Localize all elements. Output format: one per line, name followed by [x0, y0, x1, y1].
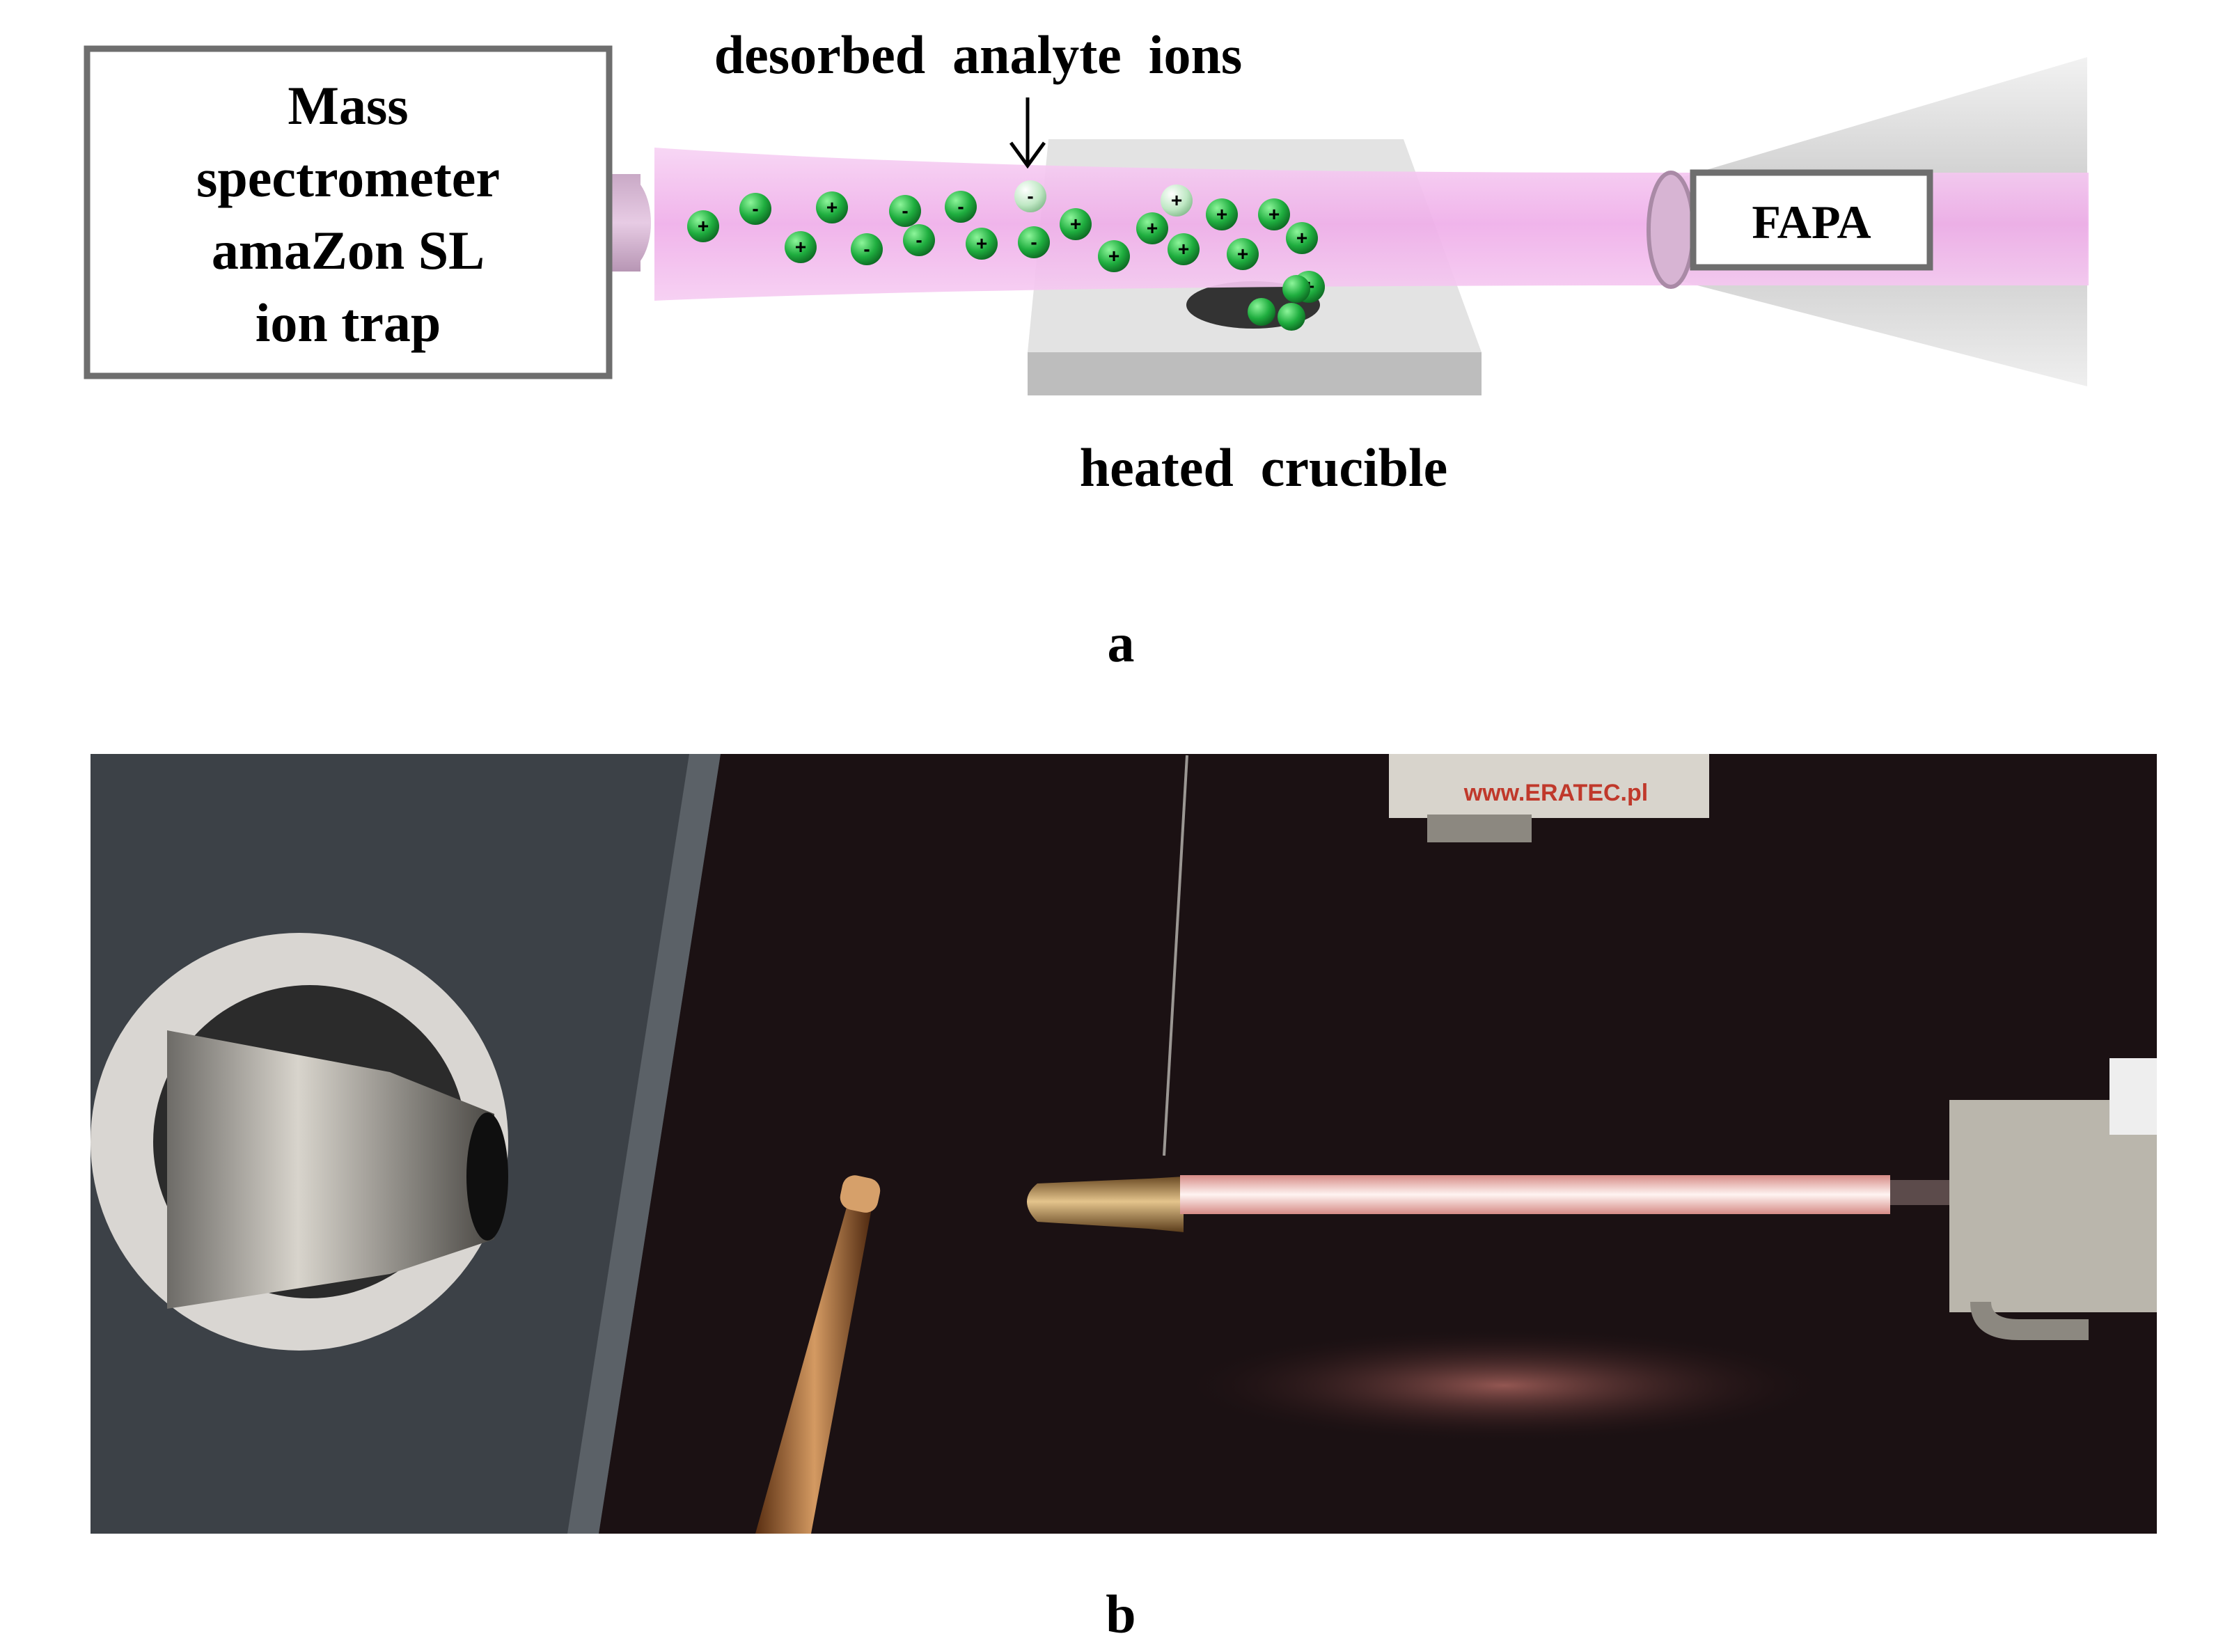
ion-sphere	[1168, 233, 1200, 265]
ion-charge-sign: -	[957, 196, 964, 217]
ion-sphere	[945, 191, 977, 223]
ms-label-line-4: ion trap	[256, 292, 441, 353]
ion-sphere	[1286, 222, 1318, 254]
crucible-sample-sphere	[1282, 275, 1310, 303]
heater-probe-tip	[840, 1175, 881, 1213]
heated-crucible-label: heated crucible	[1080, 437, 1448, 498]
ion-sphere	[851, 233, 883, 265]
crucible-front-face	[1028, 352, 1482, 395]
ion-charge-sign: +	[1070, 213, 1081, 235]
ms-inlet-orifice	[466, 1112, 508, 1241]
panel-a-caption: a	[1108, 613, 1135, 673]
ion-charge-sign: +	[976, 233, 987, 254]
ion-sphere	[816, 191, 848, 223]
ion-sphere	[889, 195, 921, 227]
ion-charge-sign: +	[698, 215, 709, 237]
fapa-nozzle-ring	[1647, 171, 1695, 289]
ion-charge-sign: +	[1178, 238, 1189, 260]
ion-sphere	[739, 193, 771, 225]
crucible-sample-sphere	[1278, 303, 1305, 331]
ion-sphere	[966, 228, 998, 260]
fapa-mount-foot	[1970, 1302, 2089, 1340]
ion-charge-sign: -	[916, 229, 922, 251]
ion-sphere	[1136, 212, 1168, 244]
ion-sphere	[1206, 198, 1238, 230]
ion-charge-sign: +	[1296, 227, 1307, 249]
ms-label-line-1: Mass	[288, 75, 408, 136]
desorbed-analyte-ions-label: desorbed analyte ions	[714, 24, 1242, 85]
crucible-wire	[1163, 755, 1188, 1156]
ion-sphere	[1098, 240, 1130, 272]
ion-sphere	[1258, 198, 1290, 230]
ion-charge-sign: +	[1268, 203, 1280, 225]
ion-sphere	[1060, 208, 1092, 240]
ion-charge-sign: -	[902, 200, 908, 221]
ms-inlet-nozzle-body	[609, 174, 641, 272]
glowing-discharge-tube	[1180, 1175, 1890, 1214]
panel-b-caption: b	[1106, 1584, 1135, 1644]
panel-a: Mass spectrometer amaZon SL ion trap FAP…	[84, 24, 2089, 673]
ion-sphere	[903, 224, 935, 256]
fapa-mount-cap	[2109, 1058, 2157, 1135]
fapa-mount-block	[1949, 1100, 2157, 1312]
mass-spectrometer-box	[84, 45, 613, 379]
ion-charge-sign: +	[1171, 189, 1182, 211]
ion-sphere	[1018, 226, 1050, 258]
ion-sphere	[1161, 184, 1193, 217]
ion-charge-sign: -	[752, 198, 758, 219]
ion-charge-sign: +	[1108, 245, 1119, 267]
eatec-block	[1389, 754, 1709, 818]
ion-charge-sign: +	[826, 196, 838, 218]
eatec-foot	[1427, 815, 1532, 842]
ion-cloud: +-+----++-+-+++++++++	[687, 180, 1325, 331]
heater-probe	[755, 1197, 874, 1534]
brass-holder	[1027, 1177, 1184, 1232]
ion-charge-sign: -	[1027, 185, 1033, 207]
ion-pointer-arrow	[1009, 97, 1046, 169]
ion-charge-sign: +	[1237, 243, 1248, 265]
fapa-box	[1690, 169, 1933, 271]
ion-sphere	[687, 210, 719, 242]
ms-label-line-3: amaZon SL	[212, 220, 485, 281]
ion-sphere	[1227, 238, 1259, 270]
ion-charge-sign: -	[863, 238, 870, 260]
instrument-housing-edge	[567, 754, 721, 1534]
ms-label-line-2: spectrometer	[196, 148, 500, 208]
ion-sphere	[785, 231, 817, 263]
fapa-label: FAPA	[1752, 196, 1871, 249]
ion-charge-sign: +	[795, 236, 806, 258]
ion-sphere	[1014, 180, 1046, 212]
plasma-reflection	[1190, 1330, 1817, 1441]
ion-charge-sign: +	[1147, 217, 1158, 239]
ion-charge-sign: +	[1216, 203, 1227, 225]
ms-inlet-cone	[167, 1030, 494, 1309]
ion-charge-sign: -	[1030, 231, 1037, 253]
eatec-brand: www.ERATEC.pl	[1463, 780, 1648, 806]
crucible-sample-sphere	[1248, 298, 1275, 326]
panel-b-photo: www.ERATEC.pl	[91, 754, 2157, 1534]
